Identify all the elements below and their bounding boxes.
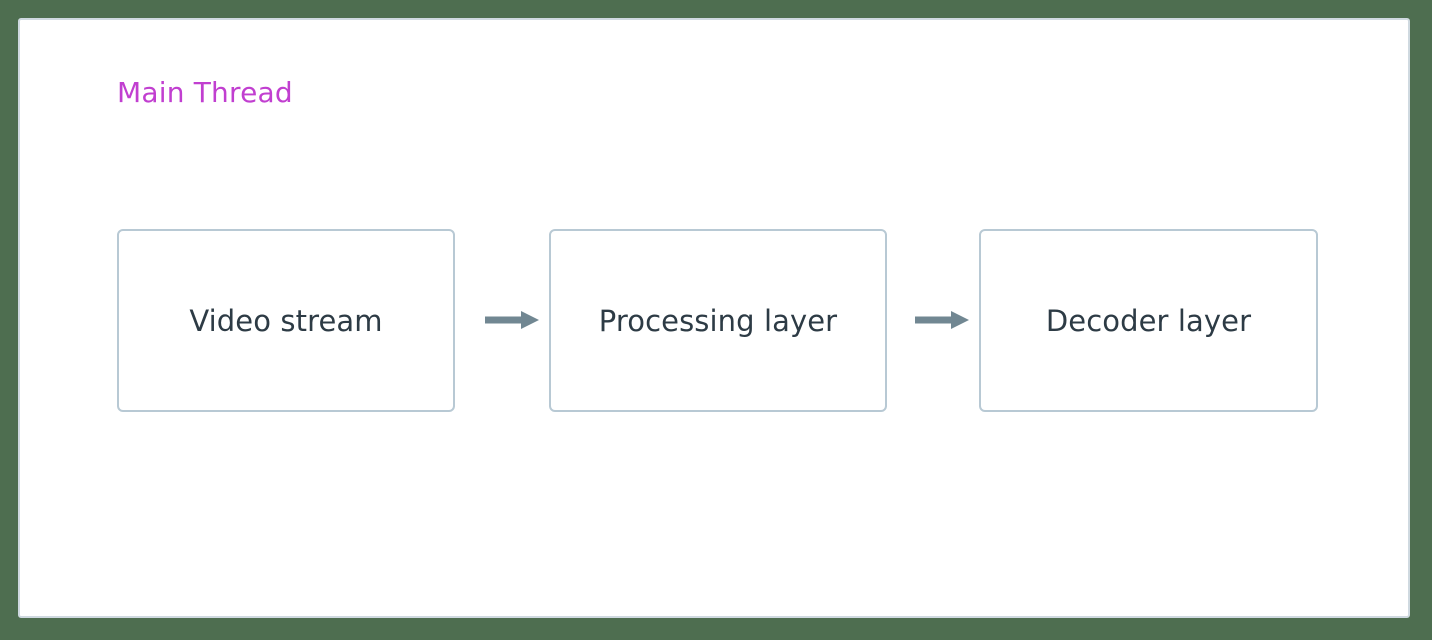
edge-processing-layer-to-decoder-layer	[893, 304, 973, 336]
arrow-right-icon	[915, 311, 969, 329]
node-label: Processing layer	[598, 303, 838, 338]
node-label: Decoder layer	[1045, 303, 1252, 338]
diagram-canvas: Main Thread Video stream Processing laye…	[18, 18, 1410, 618]
node-label: Video stream	[189, 303, 383, 338]
node-video-stream[interactable]: Video stream	[117, 229, 455, 412]
node-decoder-layer[interactable]: Decoder layer	[979, 229, 1318, 412]
edge-video-stream-to-processing-layer	[463, 304, 543, 336]
arrow-right-icon	[485, 311, 539, 329]
cluster-title-main-thread: Main Thread	[117, 76, 293, 109]
node-processing-layer[interactable]: Processing layer	[549, 229, 887, 412]
